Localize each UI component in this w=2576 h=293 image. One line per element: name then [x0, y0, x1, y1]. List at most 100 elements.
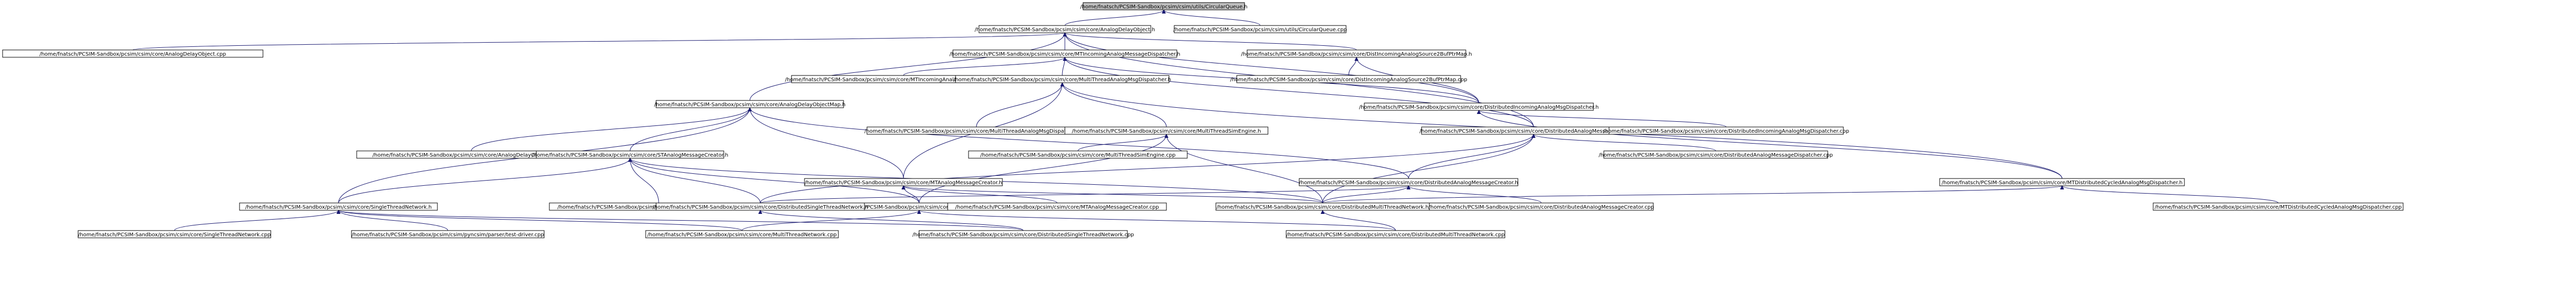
node-label: /home/fnatsch/PCSIM-Sandbox/pcsim/csim/c… — [1230, 77, 1467, 83]
node-box — [1236, 75, 1461, 83]
file-node-analogdelayobjectmap-h[interactable]: /home/fnatsch/PCSIM-Sandbox/pcsim/csim/c… — [654, 100, 846, 108]
node-box — [955, 75, 1170, 83]
node-box — [2, 49, 263, 58]
include-edge — [1534, 134, 1716, 151]
include-edge — [750, 108, 904, 179]
node-box — [78, 230, 271, 238]
node-label: /home/fnatsch/PCSIM-Sandbox/pcsim/csim/p… — [351, 232, 544, 238]
include-edge — [1065, 33, 1479, 104]
node-label: /home/fnatsch/PCSIM-Sandbox/pcsim/csim/c… — [805, 180, 1002, 186]
file-node-mtincominganalogmessagedispatcher-h[interactable]: /home/fnatsch/PCSIM-Sandbox/pcsim/csim/c… — [949, 49, 1180, 58]
include-edge — [338, 210, 1024, 231]
include-edge — [1322, 185, 1409, 203]
node-box — [1083, 2, 1245, 10]
node-label: /home/fnatsch/PCSIM-Sandbox/pcsim/csim/c… — [654, 102, 846, 108]
node-label: /home/fnatsch/PCSIM-Sandbox/pcsim/csim/c… — [980, 152, 1175, 158]
node-label: /home/fnatsch/PCSIM-Sandbox/pcsim/csim/c… — [1603, 129, 1849, 134]
file-node-distributedsinglethreadnetwork-h[interactable]: /home/fnatsch/PCSIM-Sandbox/pcsim/csim/c… — [652, 202, 868, 211]
node-label: /home/fnatsch/PCSIM-Sandbox/pcsim/csim/c… — [652, 205, 868, 210]
node-label: /home/fnatsch/PCSIM-Sandbox/pcsim/csim/c… — [245, 205, 432, 210]
node-label: /home/fnatsch/PCSIM-Sandbox/pcsim/csim/c… — [975, 27, 1155, 33]
file-node-analogdelayobject-cpp[interactable]: /home/fnatsch/PCSIM-Sandbox/pcsim/csim/c… — [2, 49, 263, 58]
node-label: /home/fnatsch/PCSIM-Sandbox/pcsim/csim/c… — [40, 52, 226, 57]
node-box — [656, 100, 844, 108]
node-box — [919, 230, 1128, 238]
node-box — [1286, 230, 1505, 238]
file-node-circularqueue-h[interactable]: /home/fnatsch/PCSIM-Sandbox/pcsim/csim/u… — [1080, 2, 1248, 10]
node-box — [2153, 202, 2404, 211]
node-box — [1174, 25, 1347, 33]
node-box — [804, 178, 1003, 186]
file-node-distributedincominganalogmsgdispatcher-cpp[interactable]: /home/fnatsch/PCSIM-Sandbox/pcsim/csim/c… — [1603, 126, 1849, 135]
include-edge — [338, 210, 448, 231]
file-node-analogdelayobject-h[interactable]: /home/fnatsch/PCSIM-Sandbox/pcsim/csim/c… — [975, 25, 1155, 33]
node-box — [947, 202, 1167, 211]
file-node-distributedsinglethreadnetwork-cpp[interactable]: /home/fnatsch/PCSIM-Sandbox/pcsim/csim/c… — [912, 230, 1134, 238]
node-box — [1364, 103, 1594, 111]
file-node-mtanalogmessagecreator-cpp[interactable]: /home/fnatsch/PCSIM-Sandbox/pcsim/csim/c… — [947, 202, 1167, 211]
node-box — [968, 150, 1188, 159]
include-edge — [919, 210, 1396, 231]
file-node-multithreadsimengine-h[interactable]: /home/fnatsch/PCSIM-Sandbox/pcsim/csim/c… — [1064, 126, 1268, 135]
node-label: /home/fnatsch/PCSIM-Sandbox/pcsim/csim/c… — [2155, 205, 2402, 210]
include-edge — [1479, 110, 1727, 128]
include-edge — [749, 33, 1065, 101]
file-node-distributedanalogmessagecreator-h[interactable]: /home/fnatsch/PCSIM-Sandbox/pcsim/csim/c… — [1299, 178, 1518, 186]
node-label: /home/fnatsch/PCSIM-Sandbox/pcsim/csim/c… — [827, 205, 1011, 210]
node-label: /home/fnatsch/PCSIM-Sandbox/pcsim/csim/u… — [1080, 4, 1247, 10]
file-node-distributedanalogmessagedispatcher-cpp[interactable]: /home/fnatsch/PCSIM-Sandbox/pcsim/csim/c… — [1599, 150, 1833, 159]
file-node-stanalogmessagecreator-h[interactable]: /home/fnatsch/PCSIM-Sandbox/pcsim/csim/c… — [532, 150, 728, 159]
node-label: /home/fnatsch/PCSIM-Sandbox/pcsim/csim/c… — [949, 52, 1180, 57]
include-edge — [2062, 185, 2279, 203]
include-edge — [1322, 185, 2062, 203]
node-box — [1429, 202, 1654, 211]
include-edge — [1479, 110, 2063, 179]
include-edge — [1323, 210, 1396, 231]
node-box — [978, 25, 1151, 33]
node-label: /home/fnatsch/PCSIM-Sandbox/pcsim/csim/c… — [955, 205, 1159, 210]
include-edge — [903, 185, 1323, 203]
include-edge — [471, 107, 750, 151]
include-edge — [338, 210, 743, 231]
file-node-singlethreadnetwork-h[interactable]: /home/fnatsch/PCSIM-Sandbox/pcsim/csim/c… — [239, 202, 438, 211]
file-node-circularqueue-cpp[interactable]: /home/fnatsch/PCSIM-Sandbox/pcsim/csim/u… — [1173, 25, 1347, 33]
node-box — [1247, 49, 1466, 58]
node-label: /home/fnatsch/PCSIM-Sandbox/pcsim/csim/c… — [864, 129, 1088, 134]
node-label: /home/fnatsch/PCSIM-Sandbox/pcsim/csim/c… — [532, 152, 728, 158]
file-node-multithreadanalogmsgdispatcher-cpp[interactable]: /home/fnatsch/PCSIM-Sandbox/pcsim/csim/c… — [864, 126, 1088, 135]
include-edge — [760, 210, 1024, 231]
file-node-mtdistributedcycledanalogmsgdispatcher-cpp[interactable]: /home/fnatsch/PCSIM-Sandbox/pcsim/csim/c… — [2153, 202, 2404, 211]
file-node-multithreadnetwork-cpp[interactable]: /home/fnatsch/PCSIM-Sandbox/pcsim/csim/c… — [645, 230, 839, 238]
node-label: /home/fnatsch/PCSIM-Sandbox/pcsim/csim/c… — [1599, 152, 1833, 158]
file-node-multithreadanalogmsgdispatcher-h[interactable]: /home/fnatsch/PCSIM-Sandbox/pcsim/csim/c… — [953, 75, 1171, 83]
node-label: /home/fnatsch/PCSIM-Sandbox/pcsim/csim/c… — [1359, 105, 1599, 110]
include-edge — [750, 108, 1409, 179]
include-edge — [338, 158, 630, 203]
node-label: /home/fnatsch/PCSIM-Sandbox/pcsim/csim/c… — [372, 152, 570, 158]
file-node-mtdistributedcycledanalogmsgdispatcher-h[interactable]: /home/fnatsch/PCSIM-Sandbox/pcsim/csim/c… — [1939, 178, 2185, 186]
file-node-singlethreadnetwork-cpp[interactable]: /home/fnatsch/PCSIM-Sandbox/pcsim/csim/c… — [78, 230, 271, 238]
file-node-mtanalogmessagecreator-h[interactable]: /home/fnatsch/PCSIM-Sandbox/pcsim/csim/c… — [804, 178, 1003, 186]
include-edge — [630, 158, 920, 203]
file-node-multithreadsimengine-cpp[interactable]: /home/fnatsch/PCSIM-Sandbox/pcsim/csim/c… — [968, 150, 1188, 159]
node-label: /home/fnatsch/PCSIM-Sandbox/pcsim/csim/c… — [1419, 129, 1648, 134]
file-node-distributedanalogmessagecreator-cpp[interactable]: /home/fnatsch/PCSIM-Sandbox/pcsim/csim/c… — [1429, 202, 1654, 211]
edge-layer — [132, 9, 2279, 231]
node-label: /home/fnatsch/PCSIM-Sandbox/pcsim/csim/c… — [647, 232, 837, 238]
node-box — [645, 230, 839, 238]
node-label: /home/fnatsch/PCSIM-Sandbox/pcsim/csim/c… — [1429, 205, 1654, 210]
file-node-distributedincominganalogmsgdispatcher-h[interactable]: /home/fnatsch/PCSIM-Sandbox/pcsim/csim/c… — [1359, 103, 1599, 111]
node-label: /home/fnatsch/PCSIM-Sandbox/pcsim/csim/c… — [1942, 180, 2183, 186]
file-node-distincominganalogsource2bufptrmap-cpp[interactable]: /home/fnatsch/PCSIM-Sandbox/pcsim/csim/c… — [1230, 75, 1467, 83]
file-node-test-driver-cpp[interactable]: /home/fnatsch/PCSIM-Sandbox/pcsim/csim/p… — [351, 230, 545, 238]
node-box — [536, 150, 724, 159]
include-edge — [1348, 57, 1356, 76]
include-edge — [760, 185, 1409, 203]
file-node-distincominganalogsource2bufptrmap-h[interactable]: /home/fnatsch/PCSIM-Sandbox/pcsim/csim/c… — [1241, 49, 1472, 58]
file-node-distributedmultithreadnetwork-cpp[interactable]: /home/fnatsch/PCSIM-Sandbox/pcsim/csim/c… — [1286, 230, 1505, 238]
node-layer: /home/fnatsch/PCSIM-Sandbox/pcsim/csim/u… — [2, 2, 2404, 238]
node-label: /home/fnatsch/PCSIM-Sandbox/pcsim/csim/c… — [1286, 232, 1504, 238]
node-label: /home/fnatsch/PCSIM-Sandbox/pcsim/csim/c… — [1072, 129, 1261, 134]
file-node-distributedmultithreadnetwork-h[interactable]: /home/fnatsch/PCSIM-Sandbox/pcsim/csim/c… — [1215, 202, 1430, 211]
node-box — [1064, 126, 1268, 135]
